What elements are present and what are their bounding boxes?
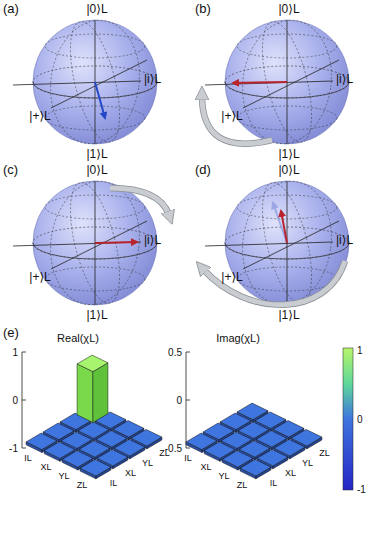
state-label: |0⟩L — [278, 3, 299, 16]
matrix-bar-face — [77, 364, 93, 423]
state-label: |0⟩L — [86, 164, 107, 177]
state-label: |1⟩L — [278, 148, 299, 161]
state-label: |1⟩L — [86, 148, 107, 161]
axis-title: Real(χL) — [57, 332, 99, 344]
panel-label: (d) — [195, 163, 211, 177]
panel-label: (a) — [3, 2, 19, 16]
basis-label: XL — [285, 469, 296, 479]
basis-label: YL — [58, 472, 69, 482]
colorbar — [343, 348, 353, 490]
colorbar-tick: 1 — [357, 345, 363, 356]
basis-label: XL — [125, 469, 136, 479]
basis-label: ZL — [237, 481, 248, 491]
axis-tick: 0.5 — [168, 347, 182, 358]
rotation-arrow — [202, 82, 287, 144]
colorbar-tick: 0 — [357, 414, 363, 425]
basis-label: IL — [270, 479, 278, 489]
basis-label: YL — [218, 472, 229, 482]
axis-title: Imag(χL) — [216, 332, 260, 344]
bloch-sphere — [13, 175, 157, 310]
state-label: |1⟩L — [278, 309, 299, 322]
process-matrix-bars — [26, 355, 322, 479]
z-axis — [22, 352, 190, 448]
state-label: |+⟩L — [221, 110, 242, 123]
state-vector — [95, 82, 105, 118]
axis-tick: 0 — [176, 395, 182, 406]
state-label: |i⟩L — [144, 73, 161, 86]
state-label: |+⟩L — [29, 110, 50, 123]
bloch-sphere — [13, 14, 157, 149]
basis-label: YL — [142, 459, 153, 469]
matrix-bar-face — [77, 355, 108, 372]
panel-label: (e) — [3, 326, 19, 340]
basis-label: XL — [40, 463, 51, 473]
state-label: |+⟩L — [221, 271, 242, 284]
state-label: |i⟩L — [336, 73, 353, 86]
bloch-sphere — [205, 14, 349, 149]
basis-label: ZL — [319, 449, 330, 459]
colorbar-tick: -1 — [357, 484, 366, 495]
state-label: |i⟩L — [144, 234, 161, 247]
matrix-bar-face — [240, 459, 271, 476]
axis-tick: -0.5 — [165, 443, 182, 454]
state-label: |+⟩L — [29, 271, 50, 284]
panel-label: (b) — [195, 2, 211, 16]
state-label: |i⟩L — [336, 234, 353, 247]
state-label: |0⟩L — [86, 3, 107, 16]
axis-tick: 1 — [12, 347, 18, 358]
matrix-bar-face — [80, 459, 111, 476]
state-label: |1⟩L — [86, 309, 107, 322]
axis-tick: -1 — [9, 443, 18, 454]
state-label: |0⟩L — [278, 164, 299, 177]
basis-label: IL — [184, 454, 192, 464]
basis-label: IL — [110, 479, 118, 489]
basis-label: IL — [24, 454, 32, 464]
basis-label: ZL — [77, 481, 88, 491]
matrix-bar-face — [93, 363, 108, 423]
rotation-arrow — [203, 203, 345, 305]
axis-tick: 0 — [12, 395, 18, 406]
basis-label: XL — [200, 463, 211, 473]
basis-label: YL — [302, 459, 313, 469]
panel-label: (c) — [3, 163, 18, 177]
